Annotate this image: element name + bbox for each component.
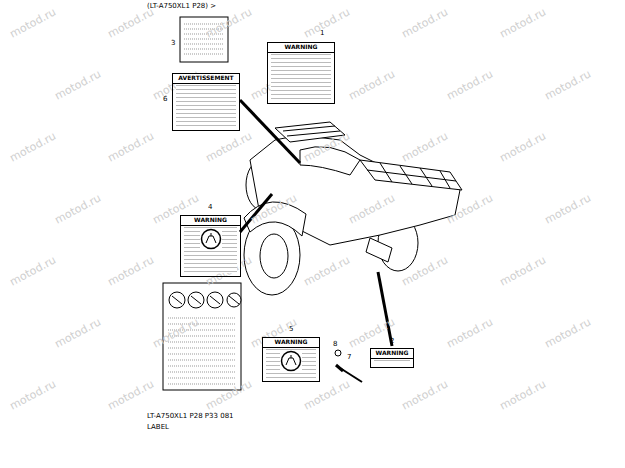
- callout-number: 8: [333, 341, 337, 348]
- icon-circle: [282, 351, 301, 370]
- watermark: motod.ru: [249, 192, 299, 225]
- watermark: motod.ru: [498, 6, 548, 39]
- callout-number: 3: [171, 40, 175, 47]
- watermark: motod.ru: [53, 192, 103, 225]
- warning-label: WARNING: [180, 215, 241, 277]
- age-warning-icon: [200, 228, 222, 250]
- watermark: motod.ru: [498, 130, 548, 163]
- watermark: motod.ru: [302, 254, 352, 287]
- hitch: [366, 238, 392, 262]
- label-heading: WARNING: [268, 43, 334, 53]
- callout-number: 4: [208, 204, 212, 211]
- icon-circle: [201, 229, 220, 248]
- wheel-hub: [260, 234, 288, 278]
- watermark: motod.ru: [445, 192, 495, 225]
- watermark: motod.ru: [302, 130, 352, 163]
- atv-drawing: [244, 122, 462, 295]
- watermark: motod.ru: [106, 130, 156, 163]
- reference-text: LT-A750XL1 P28 P33 081: [147, 413, 234, 420]
- label-heading: AVERTISSEMENT: [173, 74, 239, 84]
- label-heading: WARNING: [181, 216, 240, 226]
- warning-label: WARNING: [370, 348, 414, 368]
- rear-rack: [360, 160, 462, 190]
- reference-text: LABEL: [147, 424, 169, 431]
- watermark: motod.ru: [445, 316, 495, 349]
- callout-number: 7: [347, 354, 351, 361]
- watermark: motod.ru: [400, 130, 450, 163]
- watermark: motod.ru: [302, 378, 352, 411]
- age-warning-icon: [280, 350, 302, 372]
- watermark: motod.ru: [151, 316, 201, 349]
- warning-label: WARNING: [267, 42, 335, 104]
- watermark: motod.ru: [498, 254, 548, 287]
- clip-part: [335, 350, 341, 356]
- watermark: motod.ru: [400, 378, 450, 411]
- watermark: motod.ru: [347, 192, 397, 225]
- watermark: motod.ru: [302, 6, 352, 39]
- watermark: motod.ru: [8, 254, 58, 287]
- pictogram-slash: [172, 296, 239, 304]
- leader-line: [378, 272, 392, 346]
- watermark: motod.ru: [204, 130, 254, 163]
- label-heading: WARNING: [371, 349, 413, 359]
- leader-lines: [240, 100, 392, 346]
- label-heading: WARNING: [263, 338, 319, 348]
- watermark: motod.ru: [106, 6, 156, 39]
- watermark: motod.ru: [543, 192, 593, 225]
- watermark: motod.ru: [106, 254, 156, 287]
- screw-head: [336, 365, 343, 371]
- watermark: motod.ru: [8, 378, 58, 411]
- watermark: motod.ru: [8, 130, 58, 163]
- icon-figure: [286, 355, 296, 365]
- watermark: motod.ru: [543, 68, 593, 101]
- warning-label: AVERTISSEMENT: [172, 73, 240, 131]
- reference-text: (LT-A750XL1 P28) >: [147, 3, 216, 10]
- warning-label: WARNING: [262, 337, 320, 382]
- watermark: motod.ru: [8, 6, 58, 39]
- watermark: motod.ru: [498, 378, 548, 411]
- watermark: motod.ru: [204, 6, 254, 39]
- watermark: motod.ru: [347, 68, 397, 101]
- watermark: motod.ru: [204, 378, 254, 411]
- watermark: motod.ru: [53, 68, 103, 101]
- watermark: motod.ru: [543, 316, 593, 349]
- watermark: motod.ru: [400, 6, 450, 39]
- watermark: motod.ru: [400, 254, 450, 287]
- icon-figure: [206, 233, 216, 243]
- watermark: motod.ru: [347, 316, 397, 349]
- callout-number: 2: [390, 338, 394, 345]
- watermark: motod.ru: [106, 378, 156, 411]
- watermark: motod.ru: [53, 316, 103, 349]
- watermark: motod.ru: [445, 68, 495, 101]
